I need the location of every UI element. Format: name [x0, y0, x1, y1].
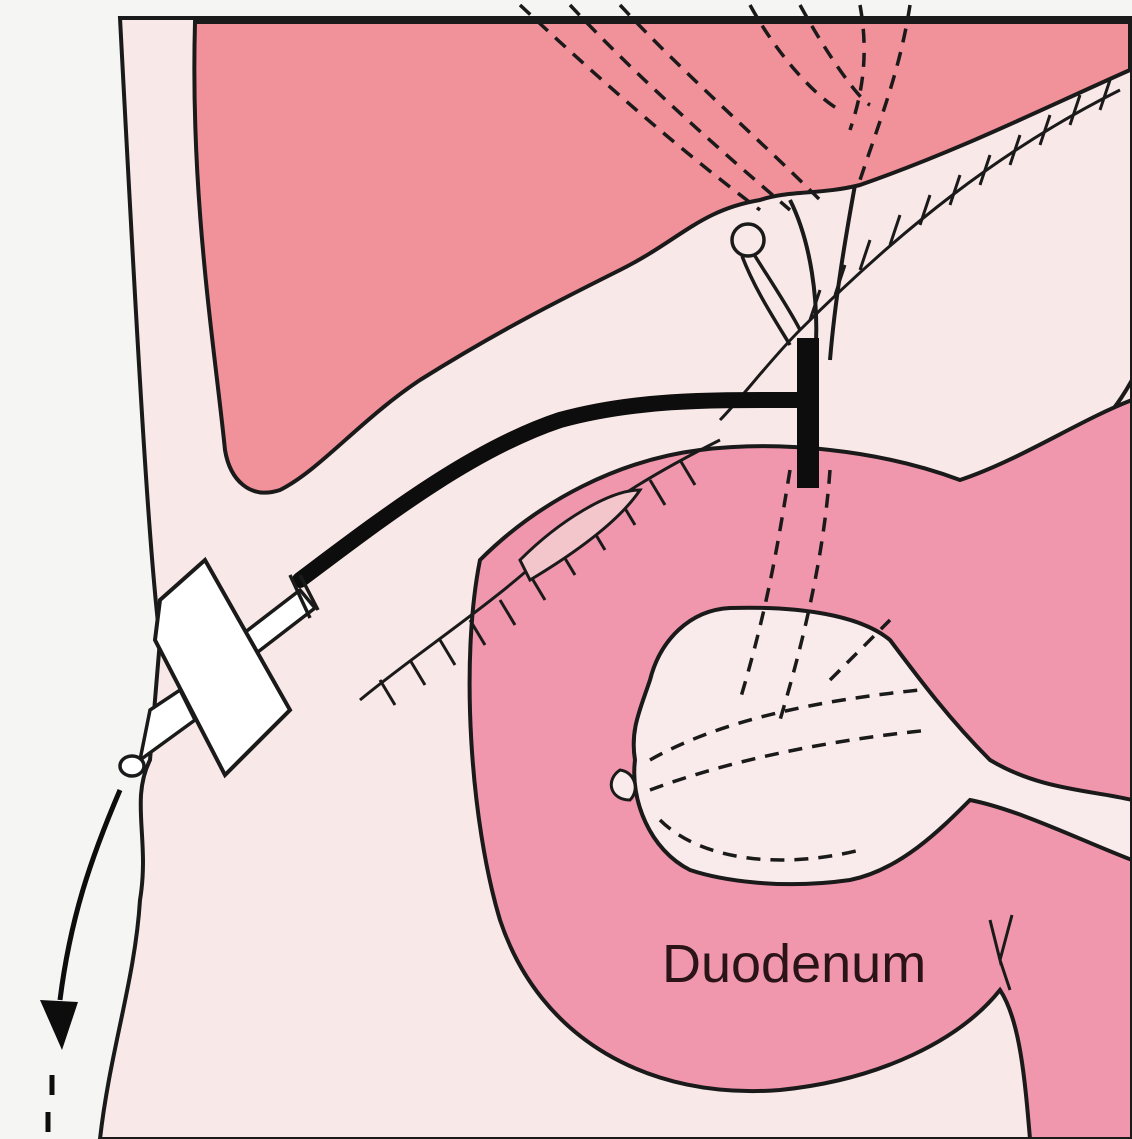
papilla — [611, 770, 635, 800]
duodenum-label: Duodenum — [662, 934, 926, 994]
